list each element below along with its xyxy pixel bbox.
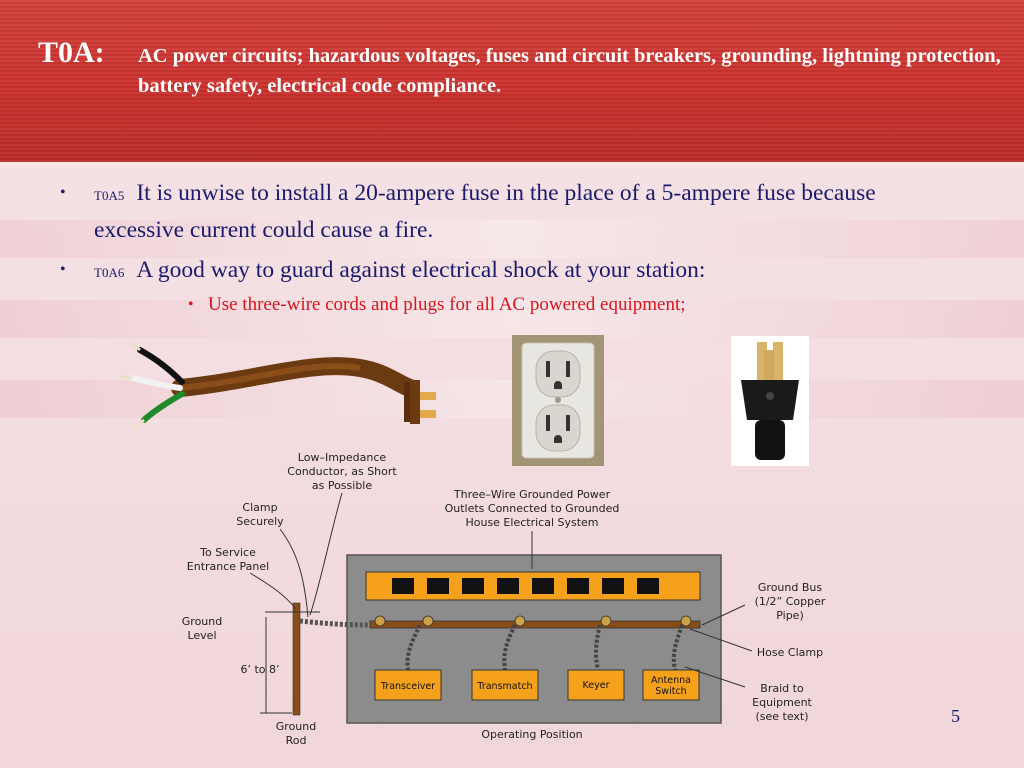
label-braid-3: (see text) [755,710,808,723]
three-prong-plug-image [731,336,809,466]
sub-bullet: • Use three-wire cords and plugs for all… [188,290,960,320]
label-service-2: Entrance Panel [187,560,269,573]
header-texture [0,0,1024,162]
transmatch-box [471,669,539,701]
transceiver-label: Transceiver [380,681,435,692]
keyer-box [567,669,625,701]
label-ground-rod: Ground [276,720,316,733]
label-ground-bus: Ground Bus [758,581,822,594]
ground-rod [292,602,301,716]
label-low-impedance-3: as Possible [312,479,372,492]
label-operating-position: Operating Position [481,728,582,741]
question-id: T0A6 [94,265,125,280]
label-outlets-3: House Electrical System [465,516,598,529]
page-number: 5 [951,706,960,726]
transmatch-label: Transmatch [476,681,532,692]
label-hose-clamp: Hose Clamp [757,646,823,659]
label-ground-level-2: Level [187,629,216,642]
label-braid-2: Equipment [752,696,812,709]
label-outlets-2: Outlets Connected to Grounded [445,502,620,515]
label-low-impedance: Low–Impedance [298,451,387,464]
label-clamp: Clamp [242,501,277,514]
label-clamp-2: Securely [236,515,284,528]
question-id: T0A5 [94,188,125,203]
bullet-item: • T0A6 A good way to guard against electr… [60,253,960,290]
bullet-dot: • [188,296,194,313]
slide-header: T0A: AC power circuits; hazardous voltag… [0,0,1024,165]
sub-bullet-text: Use three-wire cords and plugs for all A… [208,294,686,315]
bullet-text: A good way to guard against electrical s… [136,257,706,283]
label-height: 6’ to 8’ [240,663,279,676]
bullet-dot: • [60,184,66,201]
keyer-label: Keyer [583,680,610,691]
three-wire-cord-image [119,340,436,430]
station-grounding-diagram: Low–Impedance Conductor, as Short as Pos… [182,451,826,747]
label-low-impedance-2: Conductor, as Short [287,465,397,478]
label-ground-rod-2: Rod [286,734,307,747]
antenna-switch-label: Antenna [651,675,691,686]
antenna-switch-label-2: Switch [655,686,686,697]
label-braid: Braid to [760,682,804,695]
slide-title: AC power circuits; hazardous voltages, f… [138,45,1001,97]
label-outlets: Three–Wire Grounded Power [453,488,611,501]
transceiver-box [374,669,442,701]
label-ground-bus-2: (1/2” Copper [755,595,826,608]
label-service: To Service [199,546,256,559]
label-ground-bus-3: Pipe) [776,609,804,622]
label-ground-level: Ground [182,615,222,628]
duplex-outlet-image [512,335,604,466]
section-code: T0A: [38,36,105,69]
antenna-switch-box [642,669,700,701]
ground-conductor [299,618,371,628]
background-stripe [0,300,1024,338]
background-stripe [0,220,1024,258]
bullet-text: It is unwise to install a 20-ampere fuse… [94,180,876,243]
bullet-dot: • [60,261,66,278]
